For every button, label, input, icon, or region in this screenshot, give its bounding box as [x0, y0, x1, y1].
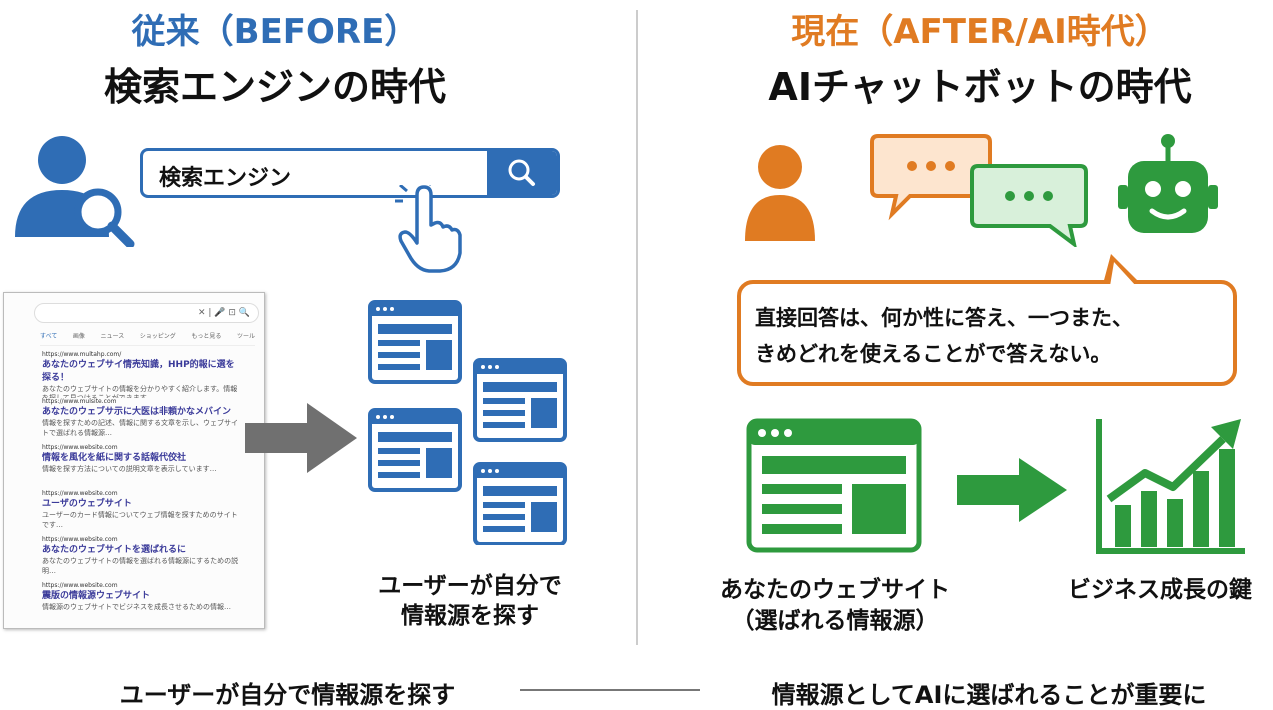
bubble-tail-fill [1110, 262, 1136, 286]
website-label-line2: （選ばれる情報源） [731, 608, 939, 634]
serp-result-link[interactable]: あなたのウェブサ示に大医は非頼かなメバイン [42, 407, 232, 418]
green-arrow-icon [957, 458, 1067, 522]
serp-tab[interactable]: もっと見る [191, 333, 222, 340]
serp-results: https://www.multahp.com/あなたのウェブサイ情売知識，HH… [42, 351, 242, 628]
serp-result-link[interactable]: 情報を風化を紙に関する話報代佼社 [42, 453, 187, 464]
search-bar[interactable]: 検索エンジン [140, 148, 560, 198]
serp-search-field[interactable]: ✕ | 🎤 ⊡ 🔍 [34, 303, 259, 323]
after-heading: 現在（AFTER/AI時代） [791, 12, 1169, 52]
footer-right: 情報源としてAIに選ばれることが重要に [771, 681, 1207, 709]
after-subheading: AIチャットボットの時代 [768, 65, 1192, 109]
serp-result-link[interactable]: あなたのウェブサイトを選ばれるに [42, 545, 187, 556]
website-windows-icon [368, 300, 567, 545]
serp-tab[interactable]: ショッピング [139, 333, 176, 340]
serp-result-link[interactable]: 震版の情報源ウェブサイト [42, 591, 151, 602]
serp-tab[interactable]: ニュース [100, 333, 125, 340]
user-icon [745, 145, 815, 241]
serp-result: https://www.multahp.com/あなたのウェブサイ情売知識，HH… [42, 351, 242, 398]
before-subheading: 検索エンジンの時代 [103, 65, 446, 109]
website-icon [746, 418, 922, 553]
before-caption-line2: 情報源を探す [401, 603, 539, 629]
serp-tab[interactable]: ツール [236, 333, 255, 340]
bubble-line2: きめどれを使えることがで答えない。 [755, 342, 1112, 366]
hand-pointer-icon [395, 185, 462, 273]
serp-result-link[interactable]: あなたのウェブサイ情売知識，HHP的報に選を探る！ [42, 360, 235, 383]
center-divider [636, 10, 638, 645]
search-input-text: 検索エンジン [159, 166, 292, 191]
serp-tab[interactable]: 画像 [72, 333, 85, 340]
growth-label: ビジネス成長の鍵 [1068, 577, 1252, 603]
serp-tab[interactable]: すべて [40, 333, 58, 340]
search-button[interactable] [487, 151, 557, 195]
serp-result-link[interactable]: ユーザのウェブサイト [42, 499, 132, 510]
growth-chart-icon [1096, 419, 1245, 554]
robot-icon [1118, 134, 1218, 233]
before-heading: 従来（BEFORE） [131, 12, 419, 52]
serp-tabs: すべて 画像 ニュース ショッピング もっと見る ツール [40, 331, 255, 346]
website-label-line1: あなたのウェブサイト [720, 577, 950, 603]
search-results-screenshot: ✕ | 🎤 ⊡ 🔍 すべて 画像 ニュース ショッピング もっと見る ツール h… [3, 292, 265, 629]
gray-arrow-icon [245, 403, 357, 473]
chat-bubbles-icon [870, 134, 1088, 247]
bubble-line1: 直接回答は、何か性に答え、一つまた、 [755, 306, 1133, 330]
search-icon [508, 159, 535, 186]
before-caption-line1: ユーザーが自分で [378, 573, 562, 599]
user-search-icon [15, 136, 135, 247]
footer-left: ユーザーが自分で情報源を探す [119, 681, 456, 709]
ai-answer-bubble: 直接回答は、何か性に答え、一つまた、 きめどれを使えることがで答えない。 [737, 254, 1237, 386]
footer-connector-line [520, 689, 700, 691]
